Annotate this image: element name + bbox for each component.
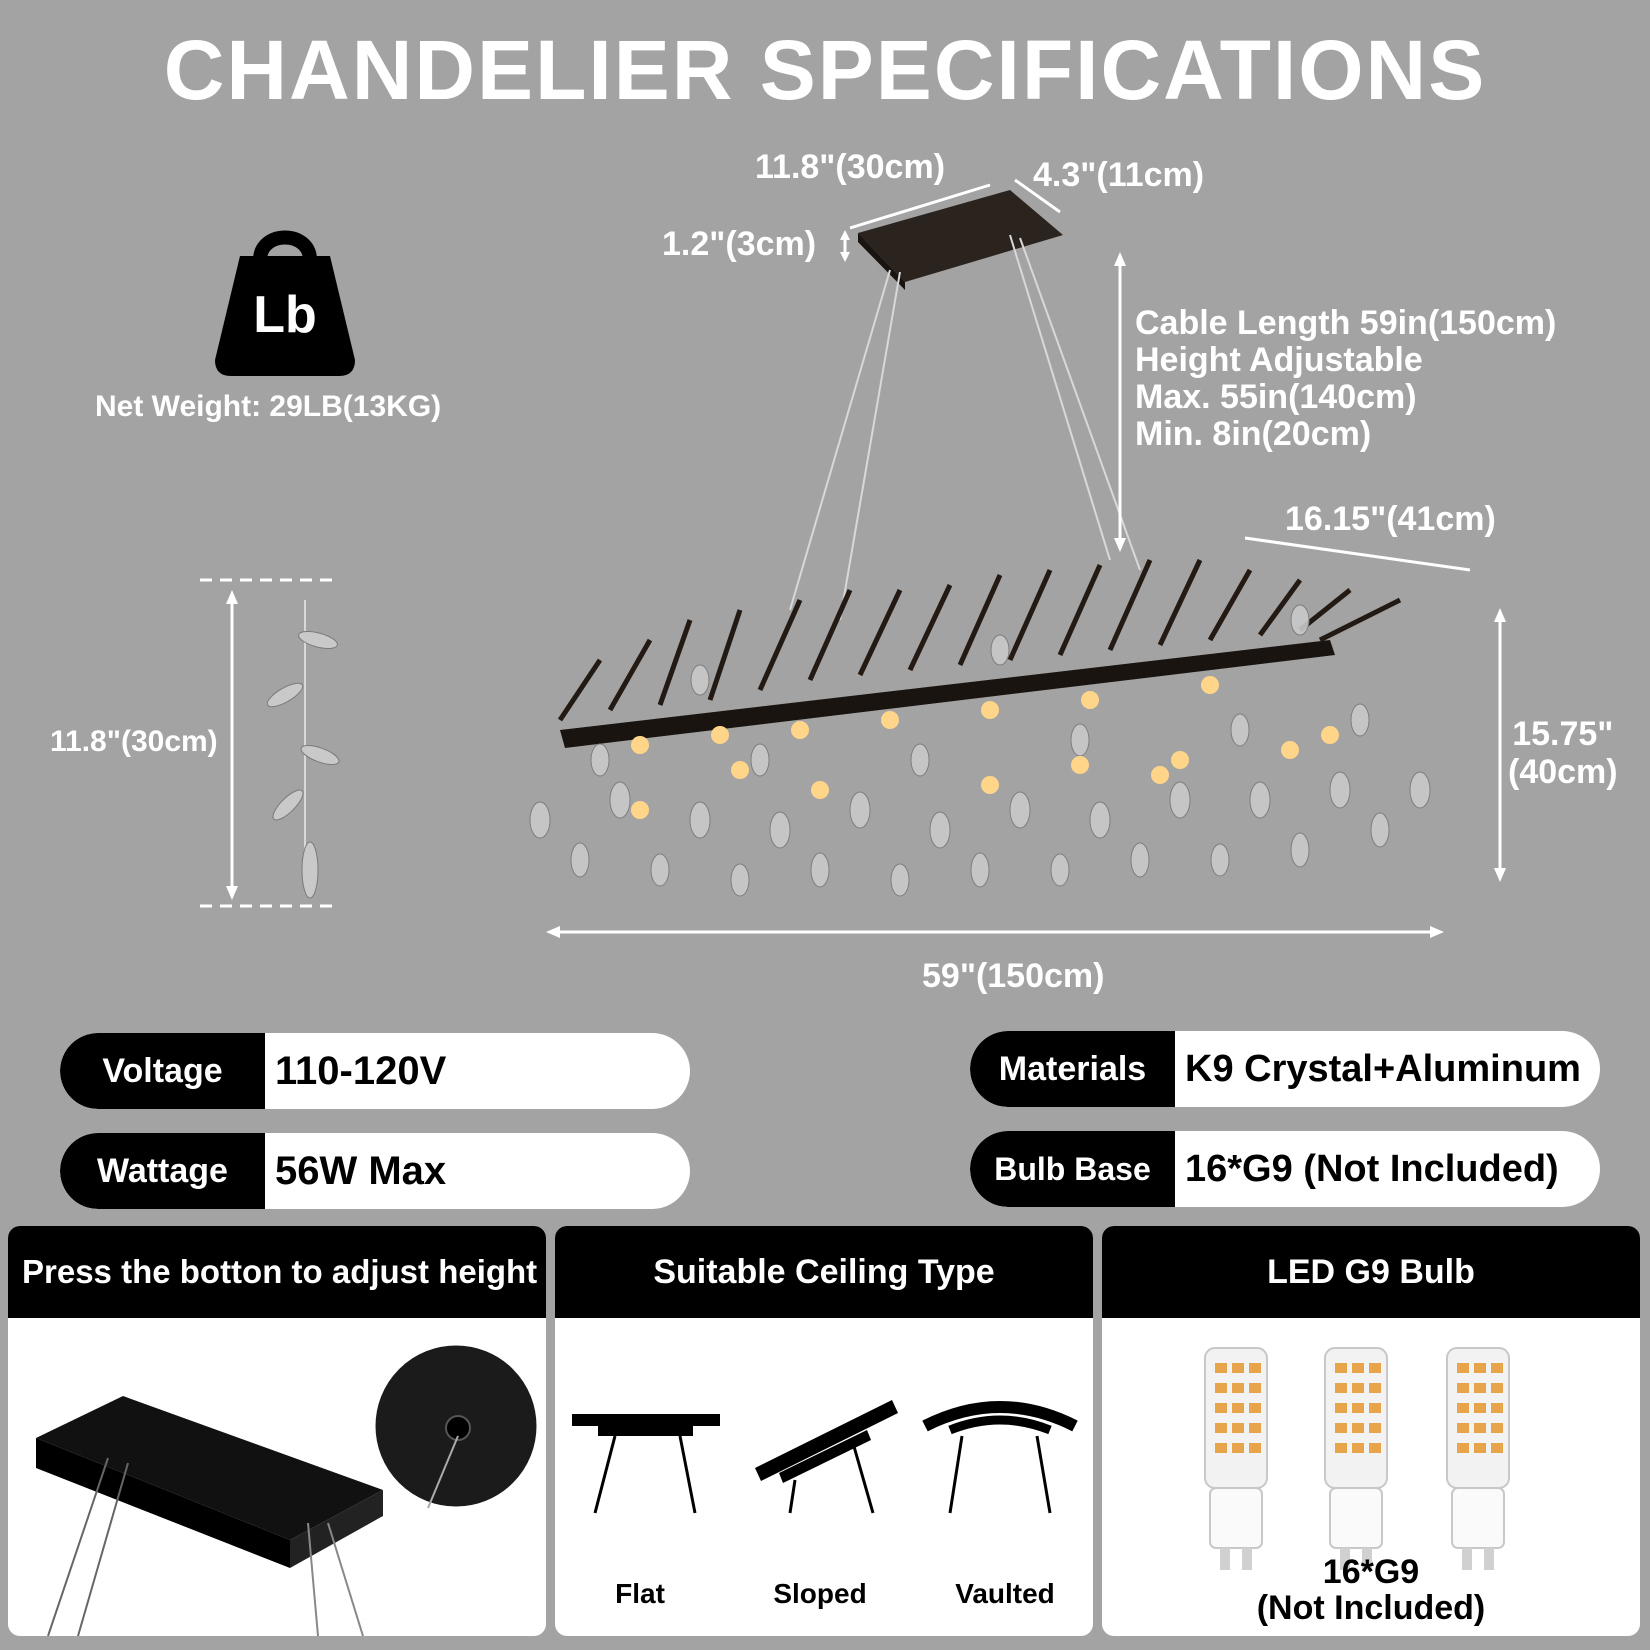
- ceiling-flat-label: Flat: [615, 1578, 665, 1609]
- page-title: CHANDELIER SPECIFICATIONS: [163, 23, 1487, 117]
- voltage-spec: Voltage 110-120V: [60, 1033, 690, 1109]
- ceiling-types-image: [572, 1400, 1078, 1514]
- bulb-caption-count: 16*G9: [1322, 1553, 1420, 1591]
- cable-length-text: Cable Length 59in(150cm): [1135, 304, 1557, 342]
- ceiling-sloped-label: Sloped: [773, 1578, 867, 1609]
- g9-bulbs-image: [1204, 1347, 1510, 1571]
- wattage-key: Wattage: [60, 1133, 265, 1209]
- depth-label: 16.15"(41cm): [1285, 500, 1496, 538]
- voltage-key: Voltage: [60, 1033, 265, 1109]
- body-height-label: 15.75" (40cm): [1508, 715, 1618, 791]
- chandelier-image: [200, 178, 1506, 938]
- body-height-cm: (40cm): [1508, 753, 1618, 791]
- bulb-base-spec: Bulb Base 16*G9 (Not Included): [970, 1131, 1600, 1207]
- voltage-value: 110-120V: [275, 1048, 447, 1093]
- adjust-height-panel: Press the botton to adjust height: [8, 1226, 546, 1636]
- led-bulb-title: LED G9 Bulb: [1102, 1226, 1640, 1318]
- weight-icon: [215, 230, 355, 376]
- bulb-base-key: Bulb Base: [970, 1131, 1175, 1207]
- cable-max-text: Max. 55in(140cm): [1135, 378, 1417, 416]
- bulb-caption: 16*G9 (Not Included): [1102, 1554, 1640, 1626]
- led-bulb-panel: LED G9 Bulb 16*G9 (Not Included): [1102, 1226, 1640, 1636]
- cable-adjustable-text: Height Adjustable: [1135, 341, 1423, 379]
- canopy-length-label: 11.8"(30cm): [755, 148, 946, 186]
- body-height-inches: 15.75": [1512, 715, 1614, 753]
- cable-min-text: Min. 8in(20cm): [1135, 415, 1372, 453]
- materials-key: Materials: [970, 1031, 1175, 1107]
- materials-value: K9 Crystal+Aluminum: [1185, 1047, 1581, 1090]
- ceiling-type-panel: Suitable Ceiling Type Flat Sloped Vaulte…: [555, 1226, 1093, 1636]
- wattage-value: 56W Max: [275, 1148, 447, 1193]
- canopy-width-label: 4.3"(11cm): [1033, 156, 1205, 194]
- ceiling-type-title: Suitable Ceiling Type: [555, 1226, 1093, 1318]
- adjust-height-title: Press the botton to adjust height: [8, 1226, 546, 1318]
- materials-spec: Materials K9 Crystal+Aluminum: [970, 1031, 1600, 1107]
- body-length-label: 59"(150cm): [922, 957, 1105, 995]
- canopy-height-label: 1.2"(3cm): [662, 225, 817, 263]
- canopy-closeup-image: [36, 1342, 540, 1636]
- weight-icon-text: Lb: [253, 286, 317, 344]
- bulb-base-value: 16*G9 (Not Included): [1185, 1147, 1559, 1190]
- bulb-caption-note: (Not Included): [1256, 1589, 1486, 1627]
- ceiling-vaulted-label: Vaulted: [955, 1578, 1055, 1609]
- wattage-spec: Wattage 56W Max: [60, 1133, 690, 1209]
- strand-length-label: 11.8"(30cm): [50, 725, 218, 758]
- net-weight-label: Net Weight: 29LB(13KG): [95, 390, 442, 423]
- cable-info: Cable Length 59in(150cm) Height Adjustab…: [1135, 305, 1556, 453]
